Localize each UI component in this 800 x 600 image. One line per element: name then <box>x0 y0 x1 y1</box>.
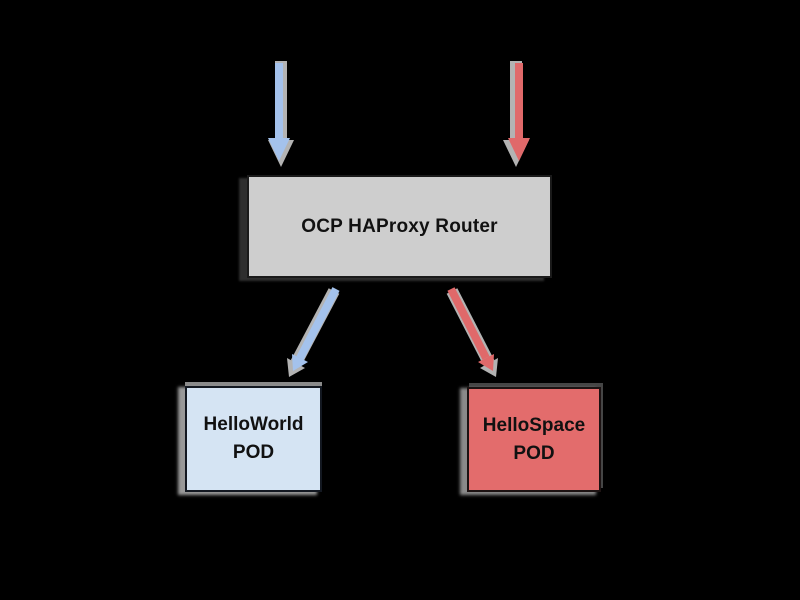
helloworld-pod: HelloWorld POD <box>185 386 322 492</box>
hellospace-pod-label-line1: HelloSpace <box>482 414 586 436</box>
arrow-body <box>508 63 530 161</box>
ingress-arrow-hellospace <box>503 61 530 167</box>
ingress-arrow-helloworld <box>268 61 294 167</box>
arrow-body <box>292 287 340 371</box>
router-label: OCP HAProxy Router <box>301 215 498 237</box>
route-arrow-helloworld <box>287 287 340 377</box>
hellospace-pod-label-line2: POD <box>513 442 555 464</box>
route-arrow-hellospace <box>446 287 498 377</box>
arrow-body <box>268 63 290 161</box>
helloworld-pod-label-line1: HelloWorld <box>203 414 304 435</box>
arrow-body <box>447 287 494 371</box>
helloworld-pod-label-line2: POD <box>232 442 275 463</box>
hellospace-pod: HelloSpace POD <box>467 387 601 492</box>
router-box: OCP HAProxy Router <box>247 175 552 278</box>
